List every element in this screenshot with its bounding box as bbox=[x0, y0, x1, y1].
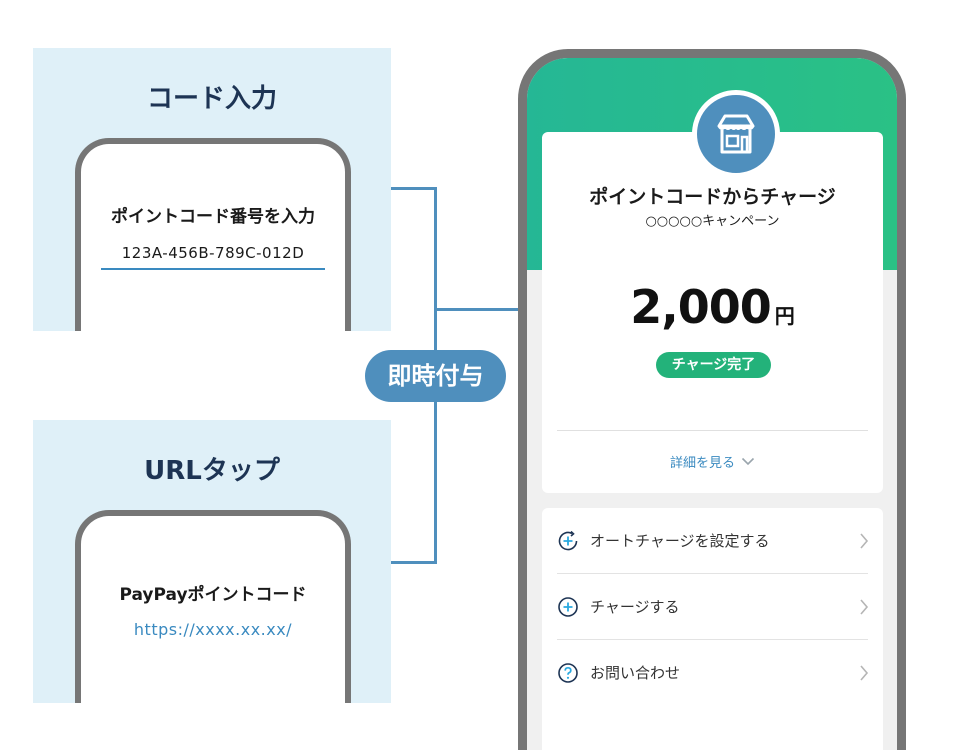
menu-divider bbox=[557, 573, 868, 574]
code-field-label: ポイントコード番号を入力 bbox=[111, 207, 315, 227]
url-tap-title: URLタップ bbox=[144, 456, 280, 486]
card-divider bbox=[557, 430, 868, 431]
code-field-underline bbox=[101, 268, 325, 270]
instant-grant-badge: 即時付与 bbox=[365, 350, 506, 402]
connector-top bbox=[391, 187, 437, 190]
details-link[interactable]: 詳細を見る bbox=[542, 452, 883, 471]
amount-currency: 円 bbox=[774, 304, 795, 328]
url-link[interactable]: https://xxxx.xx.xx/ bbox=[133, 620, 293, 639]
menu-label-auto-charge: オートチャージを設定する bbox=[590, 532, 770, 550]
charge-title: ポイントコードからチャージ bbox=[589, 186, 836, 208]
status-badge: チャージ完了 bbox=[656, 352, 771, 378]
store-icon bbox=[692, 90, 780, 178]
url-tap-phone-frame: PayPayポイントコード https://xxxx.xx.xx/ bbox=[75, 510, 351, 703]
menu-divider bbox=[557, 639, 868, 640]
plus-circle-icon bbox=[558, 597, 578, 617]
details-link-label: 詳細を見る bbox=[669, 456, 735, 471]
action-menu: オートチャージを設定する チャージする お問い合わせ bbox=[542, 508, 883, 750]
url-tap-label: PayPayポイントコード bbox=[119, 585, 307, 605]
chevron-down-icon bbox=[741, 457, 755, 466]
menu-label-contact: お問い合わせ bbox=[590, 664, 681, 682]
chevron-right-icon bbox=[860, 533, 869, 549]
campaign-name: ○○○○○キャンペーン bbox=[645, 214, 780, 229]
menu-label-charge: チャージする bbox=[590, 598, 680, 616]
code-input-panel: コード入力 ポイントコード番号を入力 123A-456B-789C-012D bbox=[33, 48, 391, 331]
code-input-title: コード入力 bbox=[146, 84, 277, 114]
menu-item-contact[interactable]: お問い合わせ bbox=[542, 640, 883, 705]
help-circle-icon bbox=[558, 663, 578, 683]
url-tap-panel: URLタップ PayPayポイントコード https://xxxx.xx.xx/ bbox=[33, 420, 391, 703]
auto-charge-icon bbox=[558, 530, 578, 551]
chevron-right-icon bbox=[860, 599, 869, 615]
connector-bottom bbox=[391, 561, 437, 564]
code-field-value[interactable]: 123A-456B-789C-012D bbox=[121, 244, 305, 262]
amount-value: 2,000 bbox=[630, 280, 772, 334]
code-input-phone-frame: ポイントコード番号を入力 123A-456B-789C-012D bbox=[75, 138, 351, 331]
menu-item-charge[interactable]: チャージする bbox=[542, 574, 883, 639]
menu-item-auto-charge[interactable]: オートチャージを設定する bbox=[542, 508, 883, 573]
chevron-right-icon bbox=[860, 665, 869, 681]
